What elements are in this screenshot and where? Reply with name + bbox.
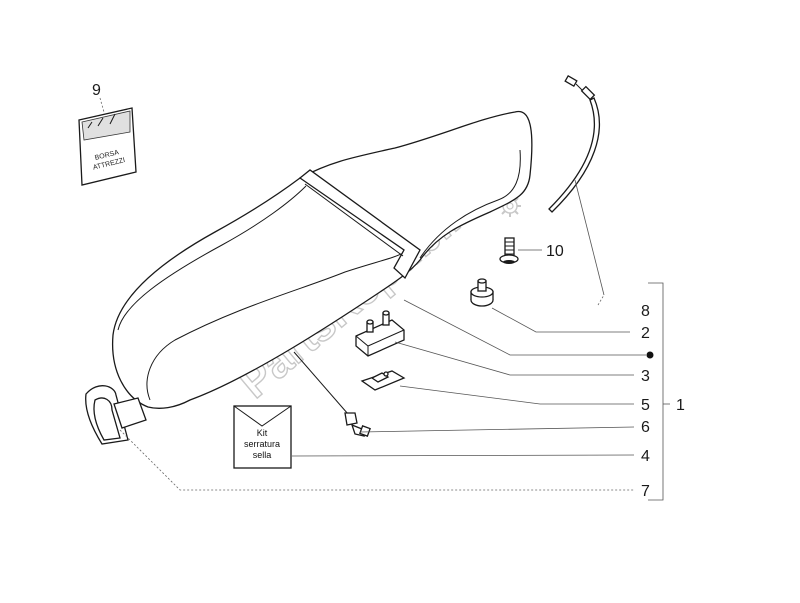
part-number-10: 10 xyxy=(546,243,564,260)
rubber-buffer-part[interactable] xyxy=(470,278,494,307)
part-number-1: 1 xyxy=(676,397,685,414)
lock-kit-label-line2: serratura xyxy=(244,439,280,449)
screw-part[interactable] xyxy=(499,237,519,264)
seat-part[interactable] xyxy=(111,110,533,409)
part-number-labels: 9 10 8 2 3 5 1 6 4 7 xyxy=(92,82,685,500)
part-number-6: 6 xyxy=(641,419,650,436)
part-number-2: 2 xyxy=(641,325,650,342)
part-number-9: 9 xyxy=(92,82,101,99)
lock-kit-label-line3: sella xyxy=(253,450,272,460)
leader-lines xyxy=(99,97,670,501)
part-number-4: 4 xyxy=(641,448,650,465)
hinge-cover-part[interactable] xyxy=(85,385,147,445)
seat-release-cable-part[interactable] xyxy=(548,75,601,213)
buffer-block-part[interactable] xyxy=(355,310,405,357)
part-number-5: 5 xyxy=(641,397,650,414)
part-number-7: 7 xyxy=(641,483,650,500)
lock-bracket-part[interactable] xyxy=(360,370,406,391)
lock-kit-envelope-part[interactable]: Kit serratura sella xyxy=(233,405,292,469)
part-number-8: 8 xyxy=(641,303,650,320)
lock-kit-label-line1: Kit xyxy=(257,428,268,438)
release-rod-part[interactable] xyxy=(293,351,371,437)
tool-bag-part[interactable]: BORSA ATTREZZI xyxy=(78,107,137,186)
part-number-3: 3 xyxy=(641,368,650,385)
